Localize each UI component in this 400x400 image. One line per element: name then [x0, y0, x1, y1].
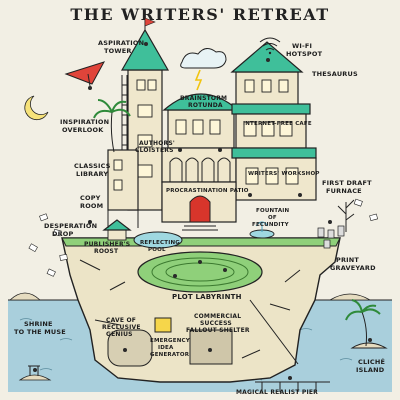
brainstorm-rotunda: [162, 48, 240, 149]
page-title: THE WRITERS' RETREAT: [70, 5, 329, 24]
reflecting-pool: [133, 231, 183, 249]
flying-papers: [28, 198, 379, 277]
label-internet-free-cafe: INTERNET-FREE CAFE: [243, 121, 312, 127]
moon-icon: [24, 95, 49, 121]
label-magical-realist-pier: MAGICAL REALIST PIER: [236, 389, 318, 396]
tiny-people: [33, 42, 372, 380]
fountain-of-fecundity: [249, 221, 275, 239]
hang-glider: [64, 61, 106, 90]
label-plot-labyrinth: PLOT LABYRINTH: [172, 293, 242, 301]
idea-generator: [154, 317, 172, 333]
library-wing: [107, 149, 139, 228]
plot-labyrinth: [137, 251, 263, 293]
palm-tree-cliche-island: [345, 299, 388, 349]
cave-of-reclusive-genius: [107, 329, 153, 367]
wifi-icon: [259, 37, 281, 55]
label-authors-cloisters: AUTHORS'CLOISTERS: [135, 140, 175, 154]
publishers-roost: [102, 219, 132, 241]
label-thesaurus: THESAURUS: [312, 70, 358, 78]
cafe-building: [230, 41, 317, 201]
palm-tree-left: [93, 99, 131, 153]
shrine-to-the-muse: [18, 365, 52, 381]
print-graveyard: [317, 225, 345, 249]
tree-print-graveyard: [337, 199, 355, 232]
magical-realist-pier: [255, 381, 330, 392]
distant-island-left: [8, 292, 42, 301]
procrastination-patio-floor: [161, 181, 237, 231]
label-procrastination-patio: PROCRASTINATION PATIO: [166, 188, 249, 194]
label-writers-workshop: WRITERS' WORKSHOP: [248, 171, 320, 177]
distant-island-right: [328, 293, 372, 301]
fallout-shelter: [189, 329, 233, 365]
